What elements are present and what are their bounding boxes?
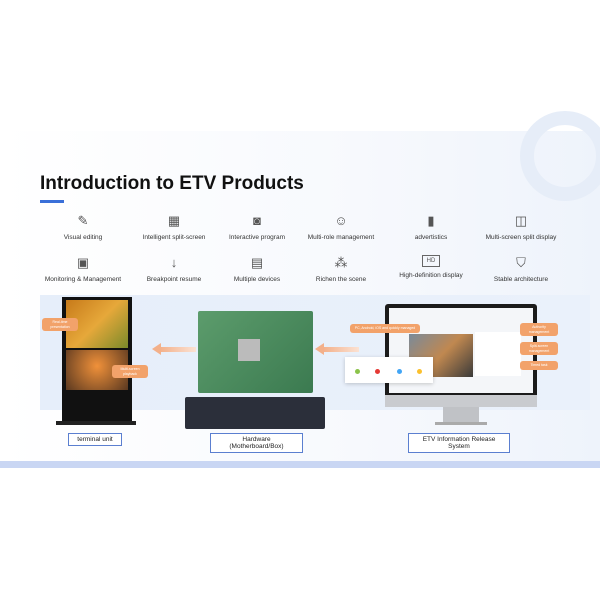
kiosk-base [56, 421, 136, 425]
dashboard-popup [345, 357, 433, 383]
feature-advertistics: ▮ advertistics [386, 213, 476, 241]
feature-label: Intelligent split-screen [142, 234, 206, 241]
box-image [185, 397, 325, 429]
monitor-icon: ▣ [76, 255, 90, 270]
feature-hd: HD High-definition display [386, 255, 476, 279]
feature-stable: ⛉ Stable architecture [476, 255, 566, 283]
chart-edit-icon: ✎ [77, 213, 89, 228]
feature-devices: ▤ Multiple devices [212, 255, 302, 283]
arrow-to-terminal [152, 343, 196, 355]
feature-label: Richen the scene [315, 276, 367, 283]
page-title: Introduction to ETV Products [40, 173, 304, 194]
feature-label: Multi-role management [307, 234, 375, 241]
feature-multi-screen: ◫ Multi-screen split display [476, 213, 566, 241]
motherboard-image [198, 311, 313, 393]
device-icon: ▤ [250, 255, 264, 270]
decorative-ring [520, 111, 600, 201]
callout-terminal-top: Real-time presentation [42, 318, 78, 331]
arrow-to-hardware [315, 343, 359, 355]
callout-system-r2: Split-screen management [520, 342, 558, 355]
bar-chart-icon: ▮ [427, 213, 435, 228]
imac-stand-base [435, 422, 487, 425]
shield-icon: ⛉ [516, 255, 526, 270]
label-system: ETV Information Release System [408, 433, 510, 453]
feature-label: Breakpoint resume [146, 276, 202, 283]
feature-label: advertistics [414, 234, 448, 241]
feature-label: Multiple devices [233, 276, 281, 283]
hd-icon: HD [422, 255, 440, 267]
bottom-stripe [0, 461, 600, 468]
users-icon: ☺ [334, 213, 348, 228]
callout-system-left: PC, Android, iOS and quickly managed [350, 324, 420, 333]
arrow-down-icon: ↓ [170, 255, 178, 270]
feature-split-screen: ▦ Intelligent split-screen [129, 213, 219, 241]
title-underline [40, 200, 64, 203]
feature-label: Stable architecture [493, 276, 549, 283]
grid-icon: ▦ [167, 213, 181, 228]
feature-interactive: ◙ Interactive program [212, 213, 302, 241]
callout-terminal-bottom: Multi-screen playback [112, 365, 148, 378]
feature-breakpoint: ↓ Breakpoint resume [129, 255, 219, 283]
terminal-kiosk-image [62, 297, 132, 421]
feature-label: Multi-screen split display [485, 234, 557, 241]
feature-scene: ⁂ Richen the scene [296, 255, 386, 283]
imac-stand [443, 407, 479, 423]
label-hardware: Hardware (Motherboard/Box) [210, 433, 303, 453]
feature-label: High-definition display [399, 272, 463, 279]
callout-system-r3: Timed task [520, 361, 558, 370]
feature-label: Interactive program [229, 234, 285, 241]
imac-image [385, 304, 537, 407]
callout-system-r1: Authority management [520, 323, 558, 336]
network-icon: ⁂ [334, 255, 348, 270]
feature-multi-role: ☺ Multi-role management [296, 213, 386, 241]
feature-monitoring: ▣ Monitoring & Management [38, 255, 128, 283]
label-terminal: terminal unit [68, 433, 122, 446]
feature-label: Monitoring & Management [44, 276, 122, 283]
split-monitor-icon: ◫ [514, 213, 528, 228]
feature-label: Visual editing [63, 234, 103, 241]
feature-visual-editing: ✎ Visual editing [38, 213, 128, 241]
slide: Introduction to ETV Products ✎ Visual edi… [0, 111, 600, 468]
eye-window-icon: ◙ [253, 213, 261, 228]
